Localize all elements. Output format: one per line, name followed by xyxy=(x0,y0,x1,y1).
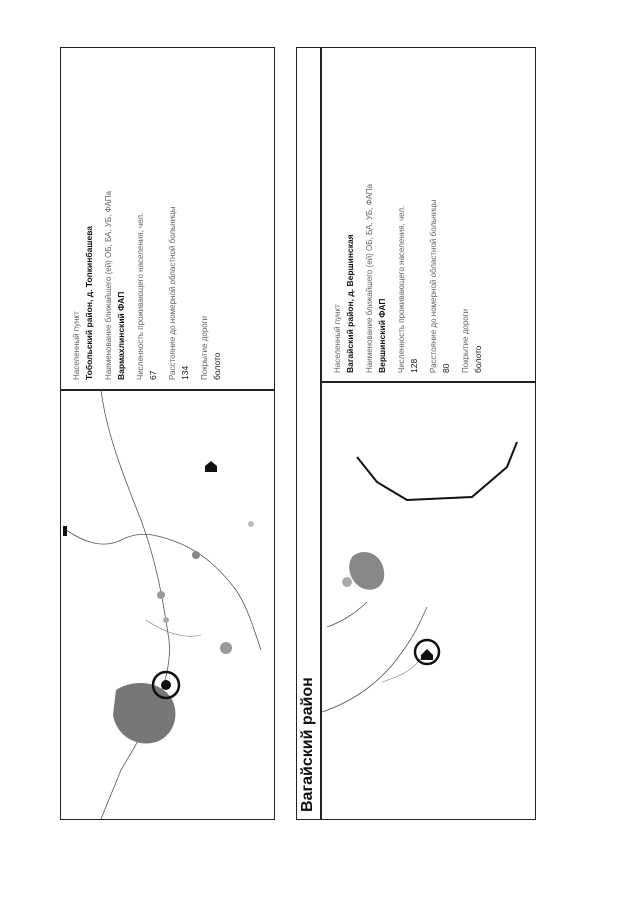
population-label: Численность проживающего населения, чел. xyxy=(397,205,406,373)
distance-value: 134 xyxy=(180,365,190,380)
population-value: 67 xyxy=(148,370,158,380)
info-block-vershinskaya: Населенный пункт Вагайский район, д. Вер… xyxy=(321,43,546,373)
facility-value: Вармахлинский ФАП xyxy=(116,291,126,380)
distance-label: Расстояние до номерной областной больниц… xyxy=(429,199,438,373)
distance-value: 80 xyxy=(441,363,451,373)
map-vershinskaya xyxy=(322,441,518,713)
card-divider xyxy=(60,389,275,391)
card-vershinskaya xyxy=(296,47,536,820)
region-header-border xyxy=(320,47,322,820)
settlement-value: Тобольский район, д. Топкинбашева xyxy=(84,225,94,380)
population-label: Численность проживающего населения, чел. xyxy=(136,212,145,380)
map-topkinbasheva xyxy=(63,390,262,819)
card-topkinbasheva xyxy=(60,47,275,820)
settlement-value: Вагайский район, д. Вершинская xyxy=(345,234,355,373)
facility-value: Вершинский ФАП xyxy=(377,298,387,373)
facility-label: Наименование ближайшего (ей) ОБ, БА, УБ,… xyxy=(365,184,374,373)
settlement-label: Населенный пункт xyxy=(333,304,342,373)
settlement-label: Населенный пункт xyxy=(72,311,81,380)
road-value: болото xyxy=(473,345,483,373)
card-divider xyxy=(321,381,536,383)
population-value: 128 xyxy=(409,358,419,373)
facility-label: Наименование ближайшего (ей) ОБ, БА, УБ,… xyxy=(104,191,113,380)
road-label: Покрытие дороги xyxy=(200,315,209,380)
region-title: Вагайский район xyxy=(299,677,316,812)
distance-label: Расстояние до номерной областной больниц… xyxy=(168,206,177,380)
road-label: Покрытие дороги xyxy=(461,308,470,373)
info-block-topkinbasheva: Населенный пункт Тобольский район, д. То… xyxy=(60,50,285,380)
road-value: болото xyxy=(212,352,222,380)
